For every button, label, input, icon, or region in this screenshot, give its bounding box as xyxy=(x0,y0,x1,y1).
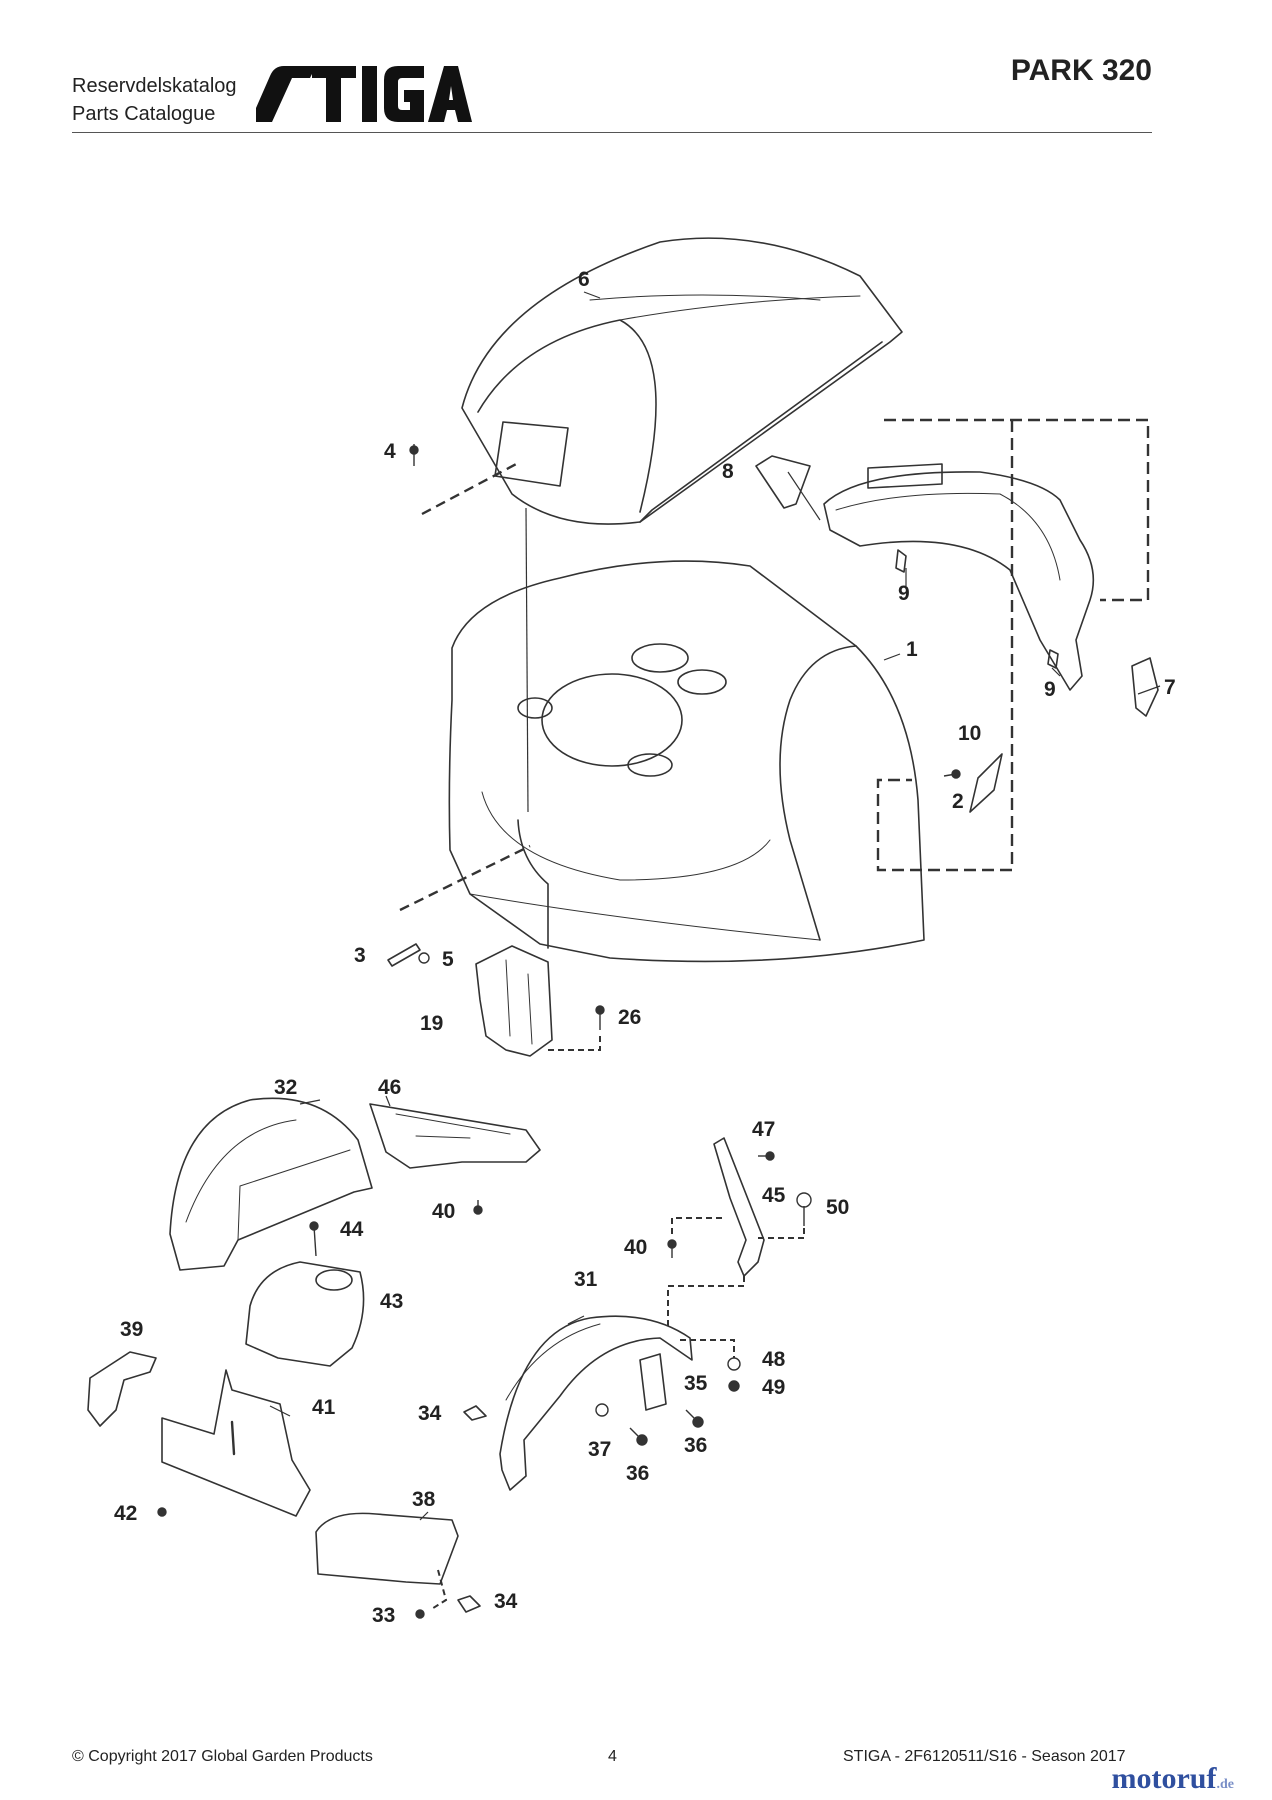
screw-33 xyxy=(415,1609,425,1619)
washer-48 xyxy=(727,1357,741,1371)
callout-2: 2 xyxy=(952,790,964,813)
stiga-logo xyxy=(256,66,472,122)
screw-42 xyxy=(157,1507,167,1517)
catalog-title-swedish: Reservdelskatalog xyxy=(72,75,237,97)
callout-9a: 9 xyxy=(898,582,910,605)
washer-37 xyxy=(595,1403,609,1417)
watermark: motoruf.de xyxy=(1112,1762,1234,1796)
hood-part xyxy=(461,237,903,525)
panel-46-part xyxy=(369,1103,541,1169)
footer-page-number: 4 xyxy=(608,1748,617,1765)
callout-36b: 36 xyxy=(626,1462,649,1485)
washer-5 xyxy=(418,952,430,964)
callout-50: 50 xyxy=(826,1196,849,1219)
callout-48: 48 xyxy=(762,1348,786,1371)
clip-9a-part xyxy=(895,549,907,573)
callout-7: 7 xyxy=(1164,676,1176,699)
callout-34a: 34 xyxy=(418,1402,442,1425)
callout-8: 8 xyxy=(722,460,734,483)
footer-copyright: © Copyright 2017 Global Garden Products xyxy=(72,1748,373,1765)
header-rule xyxy=(72,132,1152,133)
decal-part xyxy=(969,753,1003,813)
callout-47: 47 xyxy=(752,1118,775,1141)
bracket-7-part xyxy=(1131,657,1159,717)
callout-3: 3 xyxy=(354,944,366,967)
callout-1: 1 xyxy=(906,638,918,661)
callout-31: 31 xyxy=(574,1268,598,1291)
fender-32-part xyxy=(169,1097,373,1271)
callout-4: 4 xyxy=(384,440,396,463)
callout-33: 33 xyxy=(372,1604,395,1627)
callout-36a: 36 xyxy=(684,1434,707,1457)
callout-41: 41 xyxy=(312,1396,336,1419)
callout-37: 37 xyxy=(588,1438,611,1461)
bracket-39-part xyxy=(87,1351,157,1427)
catalog-title: Reservdelskatalog Parts Catalogue xyxy=(72,72,237,128)
callout-19: 19 xyxy=(420,1012,443,1035)
panel-41-part xyxy=(161,1369,311,1517)
step-38-part xyxy=(315,1512,459,1585)
callout-35: 35 xyxy=(684,1372,708,1395)
callout-26: 26 xyxy=(618,1006,641,1029)
callout-9b: 9 xyxy=(1044,678,1056,701)
front-grille-part xyxy=(823,463,1095,691)
nut-49 xyxy=(728,1380,740,1392)
callout-39: 39 xyxy=(120,1318,143,1341)
catalog-title-english: Parts Catalogue xyxy=(72,103,216,125)
cover-43-part xyxy=(245,1261,365,1367)
callout-40b: 40 xyxy=(624,1236,647,1259)
callout-46: 46 xyxy=(378,1076,401,1099)
callout-5: 5 xyxy=(442,948,454,971)
callout-43: 43 xyxy=(380,1290,403,1313)
callout-6: 6 xyxy=(578,268,590,291)
callout-40a: 40 xyxy=(432,1200,455,1223)
bracket-8-part xyxy=(755,455,811,509)
clip-34b-part xyxy=(457,1595,481,1613)
footer-document-code: STIGA - 2F6120511/S16 - Season 2017 xyxy=(843,1748,1126,1765)
callout-49: 49 xyxy=(762,1376,785,1399)
callout-45: 45 xyxy=(762,1184,786,1207)
callout-44: 44 xyxy=(340,1218,364,1241)
clip-34a-part xyxy=(463,1405,487,1421)
strap-45-part xyxy=(713,1137,765,1277)
callout-32: 32 xyxy=(274,1076,297,1099)
callout-42: 42 xyxy=(114,1502,137,1525)
link-3-part xyxy=(387,943,421,967)
callout-10: 10 xyxy=(958,722,981,745)
clip-9b-part xyxy=(1047,649,1059,669)
fender-31-part xyxy=(499,1315,693,1491)
watermark-name: motoruf xyxy=(1111,1762,1217,1795)
bracket-19-part xyxy=(475,945,553,1057)
callout-34b: 34 xyxy=(494,1590,518,1613)
watermark-tld: .de xyxy=(1216,1777,1235,1792)
model-name: PARK 320 xyxy=(1010,54,1152,87)
bolt-50 xyxy=(796,1192,812,1208)
callout-38: 38 xyxy=(412,1488,436,1511)
bracket-35-part xyxy=(639,1353,667,1411)
body-part xyxy=(448,560,925,963)
